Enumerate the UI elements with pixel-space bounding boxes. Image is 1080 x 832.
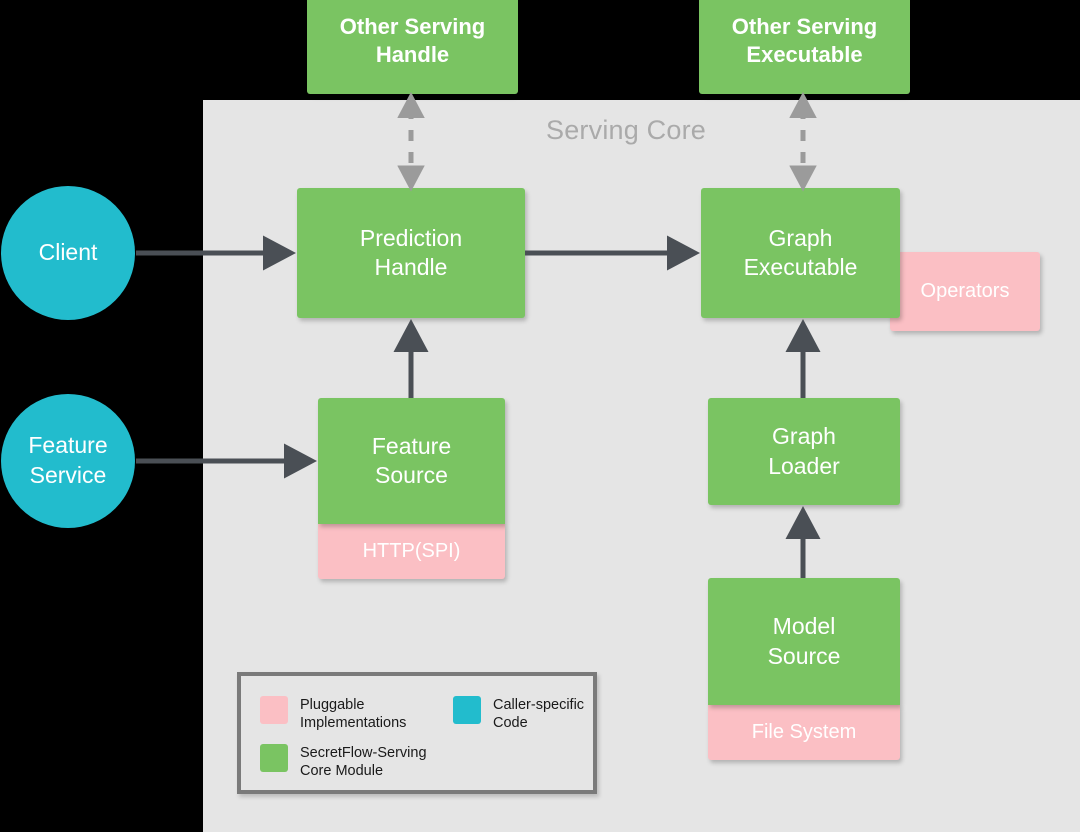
- node-operators-label: Operators: [920, 279, 1010, 302]
- node-client[interactable]: Client: [1, 186, 135, 320]
- node-operators[interactable]: Operators: [890, 252, 1040, 331]
- node-http-spi[interactable]: HTTP(SPI): [318, 524, 505, 579]
- serving-core-label: Serving Core: [546, 115, 706, 145]
- node-file-system[interactable]: File System: [708, 705, 900, 760]
- legend-swatch-caller-code: [453, 696, 481, 724]
- legend-swatch-pluggable: [260, 696, 288, 724]
- node-file-system-label: File System: [751, 720, 857, 743]
- node-client-label: Client: [38, 239, 98, 266]
- legend-swatch-core-module: [260, 744, 288, 772]
- node-http-spi-label: HTTP(SPI): [362, 539, 461, 562]
